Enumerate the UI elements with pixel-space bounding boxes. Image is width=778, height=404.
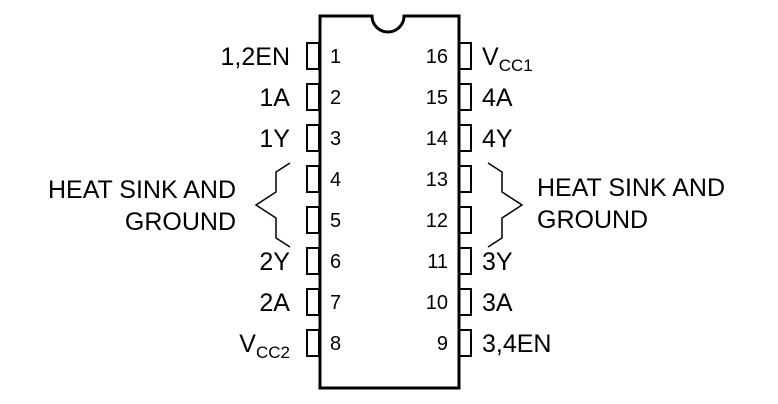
pin-7-label: 2A — [259, 289, 290, 317]
pin-10-label: 3A — [482, 289, 513, 317]
pin-9-label: 3,4EN — [482, 330, 551, 358]
pins-right: 16 VCC1 15 4A 14 4Y 13 12 11 3Y 10 3A 9 3,4EN — [426, 42, 551, 358]
pin-1-lead — [306, 42, 320, 70]
pin-2-number: 2 — [330, 87, 341, 109]
pin-15-lead — [458, 83, 472, 111]
pin-11-label: 3Y — [482, 248, 513, 276]
pin-7-number: 7 — [330, 292, 341, 314]
pin-13-number: 13 — [426, 169, 448, 191]
pin-5-lead — [306, 206, 320, 234]
pin-2-label: 1A — [259, 84, 290, 112]
pin-8-label: VCC2 — [239, 330, 290, 362]
pin-2-lead — [306, 83, 320, 111]
pin-14-number: 14 — [426, 128, 448, 150]
pin-16-label: VCC1 — [482, 43, 533, 75]
pin-1-label-main: 1,2EN — [221, 43, 290, 71]
pin-9-number: 9 — [437, 333, 448, 355]
pin-3-lead — [306, 124, 320, 152]
pin-9-lead — [458, 329, 472, 357]
pin-8-lead — [306, 329, 320, 357]
pin-12-lead — [458, 206, 472, 234]
pin-16-lead — [458, 42, 472, 70]
pin-16-label-main: V — [482, 43, 499, 71]
chip-body — [318, 14, 461, 390]
pin-4-lead — [306, 165, 320, 193]
pins-left: 1 1,2EN 2 1A 3 1Y 4 5 6 2Y 7 2A 8 VCC2 — [221, 42, 341, 362]
pin-15-label: 4A — [482, 84, 513, 112]
heat-sink-right-line2: GROUND — [537, 206, 648, 234]
pin-6-label: 2Y — [259, 248, 290, 276]
heat-sink-left-line1: HEAT SINK AND — [48, 176, 236, 204]
pin-6-number: 6 — [330, 251, 341, 273]
pin-3-number: 3 — [330, 128, 341, 150]
pin-10-number: 10 — [426, 292, 448, 314]
pin-9-label-main: 3,4EN — [482, 330, 551, 358]
pin-6-label-main: 2Y — [259, 248, 290, 276]
pin-12-number: 12 — [426, 210, 448, 232]
pin-1-number: 1 — [330, 46, 341, 68]
heat-sink-left-line2: GROUND — [125, 208, 236, 236]
heat-sink-brace-right — [487, 162, 524, 248]
pin-3-label: 1Y — [259, 125, 290, 153]
pin-13-lead — [458, 165, 472, 193]
pin-14-lead — [458, 124, 472, 152]
heat-sink-right-line1: HEAT SINK AND — [537, 174, 725, 202]
pin-10-label-main: 3A — [482, 289, 513, 317]
pin-5-number: 5 — [330, 210, 341, 232]
pin-6-lead — [306, 247, 320, 275]
pin-11-number: 11 — [427, 251, 448, 273]
heat-sink-brace-left — [254, 162, 291, 248]
pin-2-label-main: 1A — [259, 84, 290, 112]
pin-14-label-main: 4Y — [482, 125, 513, 153]
pin-15-label-main: 4A — [482, 84, 513, 112]
pin-7-lead — [306, 288, 320, 316]
pin-8-label-sub: CC2 — [256, 343, 290, 362]
pin-15-number: 15 — [426, 87, 448, 109]
pin-16-number: 16 — [426, 46, 448, 68]
pin-16-label-sub: CC1 — [499, 56, 533, 75]
pin-11-lead — [458, 247, 472, 275]
pin-3-label-main: 1Y — [259, 125, 290, 153]
pin-10-lead — [458, 288, 472, 316]
pin-8-label-main: V — [239, 330, 256, 358]
pin-8-number: 8 — [330, 333, 341, 355]
pin-7-label-main: 2A — [259, 289, 290, 317]
pin-11-label-main: 3Y — [482, 248, 513, 276]
pin-1-label: 1,2EN — [221, 43, 290, 71]
pin-4-number: 4 — [330, 169, 341, 191]
pin-14-label: 4Y — [482, 125, 513, 153]
